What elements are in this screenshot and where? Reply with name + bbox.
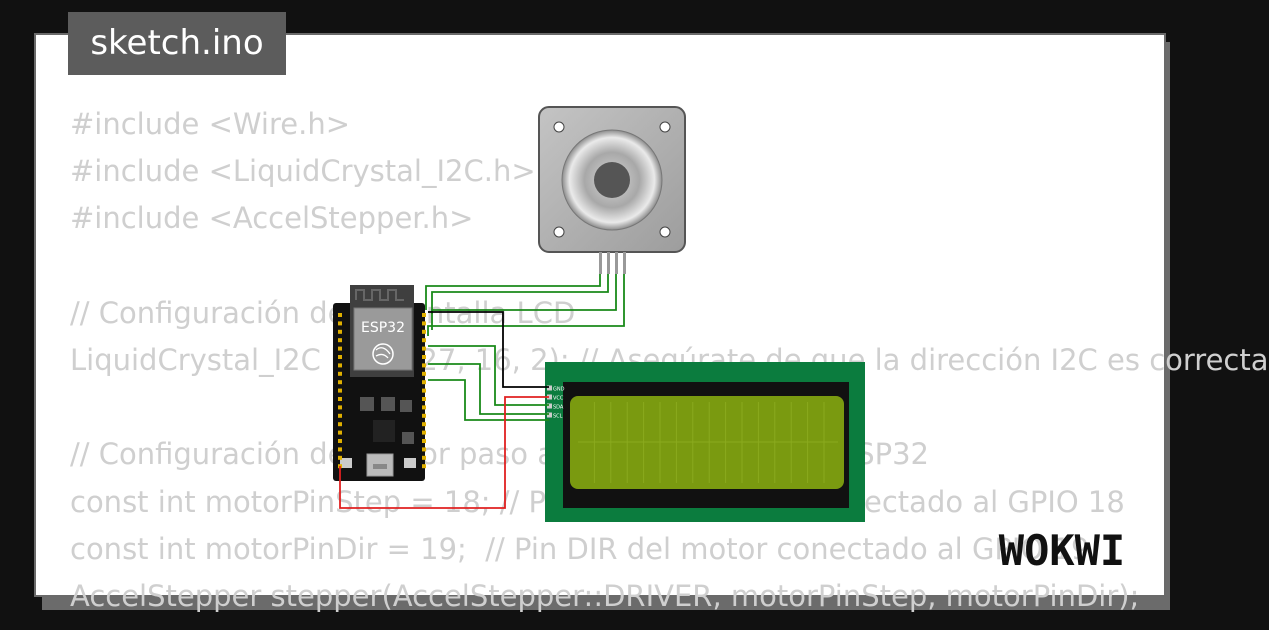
esp32-pin[interactable]	[338, 430, 342, 435]
code-line: AccelStepper stepper(AccelStepper::DRIVE…	[70, 578, 1140, 613]
esp32-pin[interactable]	[338, 447, 342, 452]
esp32-pin[interactable]	[338, 413, 342, 418]
esp32-pin[interactable]	[422, 380, 426, 385]
lcd-pin-label: SDA	[553, 405, 564, 411]
esp32-pin[interactable]	[338, 363, 342, 368]
esp32-pin[interactable]	[338, 355, 342, 359]
wokwi-logo: WOKWI	[999, 526, 1125, 575]
esp32-pin[interactable]	[422, 321, 426, 326]
esp32-pin[interactable]	[422, 355, 426, 359]
esp32-pin[interactable]	[422, 363, 426, 368]
esp32-pin[interactable]	[422, 413, 426, 418]
esp32-pin[interactable]	[338, 455, 342, 460]
lcd-pin-sda[interactable]	[547, 403, 552, 409]
esp32-pin[interactable]	[422, 405, 426, 410]
esp32-pin[interactable]	[338, 346, 342, 351]
esp32-pin[interactable]	[422, 430, 426, 435]
lcd-pin-label: GND	[553, 387, 565, 393]
esp32-pin[interactable]	[338, 371, 342, 376]
lcd-pin-label: SCL	[553, 414, 563, 420]
esp32-pin[interactable]	[422, 313, 426, 317]
code-line: #include <Wire.h>	[70, 107, 351, 141]
stepper-motor[interactable]	[538, 106, 686, 274]
esp32-pin[interactable]	[422, 464, 426, 469]
esp32-pin[interactable]	[422, 397, 426, 401]
esp32-pin[interactable]	[338, 313, 342, 317]
esp32-pin[interactable]	[422, 439, 426, 443]
esp32-pin[interactable]	[422, 422, 426, 427]
esp32-pin[interactable]	[422, 388, 426, 393]
wires	[339, 274, 625, 509]
file-tab[interactable]: sketch.ino	[68, 12, 286, 75]
lcd-pin-gnd[interactable]	[547, 385, 552, 391]
esp32-pin[interactable]	[338, 397, 342, 401]
esp32-pin[interactable]	[338, 380, 342, 385]
code-line: const int motorPinDir = 19; // Pin DIR d…	[70, 531, 1090, 566]
esp32-pin[interactable]	[338, 321, 342, 326]
lcd-pin-scl[interactable]	[547, 412, 552, 418]
lcd-pin-vcc[interactable]	[547, 394, 552, 400]
esp32-pin[interactable]	[338, 388, 342, 393]
esp32-pin[interactable]	[338, 439, 342, 443]
esp32-pin[interactable]	[338, 422, 342, 427]
esp32-pin[interactable]	[338, 405, 342, 410]
code-line: #include <AccelStepper.h>	[70, 201, 474, 236]
code-line: #include <LiquidCrystal_I2C.h>	[70, 154, 536, 189]
lcd-pin-label: VCC	[553, 396, 564, 402]
esp32-pin[interactable]	[422, 329, 426, 334]
code-editor: #include <Wire.h> #include <LiquidCrystal…	[70, 101, 1269, 620]
esp32-pin[interactable]	[338, 338, 342, 343]
esp32-pin[interactable]	[422, 338, 426, 343]
circuit-diagram: ESP32 GND VCC SDA SCL	[333, 106, 1125, 575]
esp32-pin[interactable]	[422, 455, 426, 460]
esp32-pin[interactable]	[338, 329, 342, 334]
esp32-pin[interactable]	[422, 447, 426, 452]
esp32-pin[interactable]	[422, 346, 426, 351]
esp32-label: ESP32	[361, 320, 405, 336]
lcd-display[interactable]: GND VCC SDA SCL	[545, 362, 865, 522]
esp32-board[interactable]: ESP32	[333, 285, 426, 481]
svg-text:WOKWI: WOKWI	[999, 526, 1125, 575]
esp32-pin[interactable]	[422, 371, 426, 376]
